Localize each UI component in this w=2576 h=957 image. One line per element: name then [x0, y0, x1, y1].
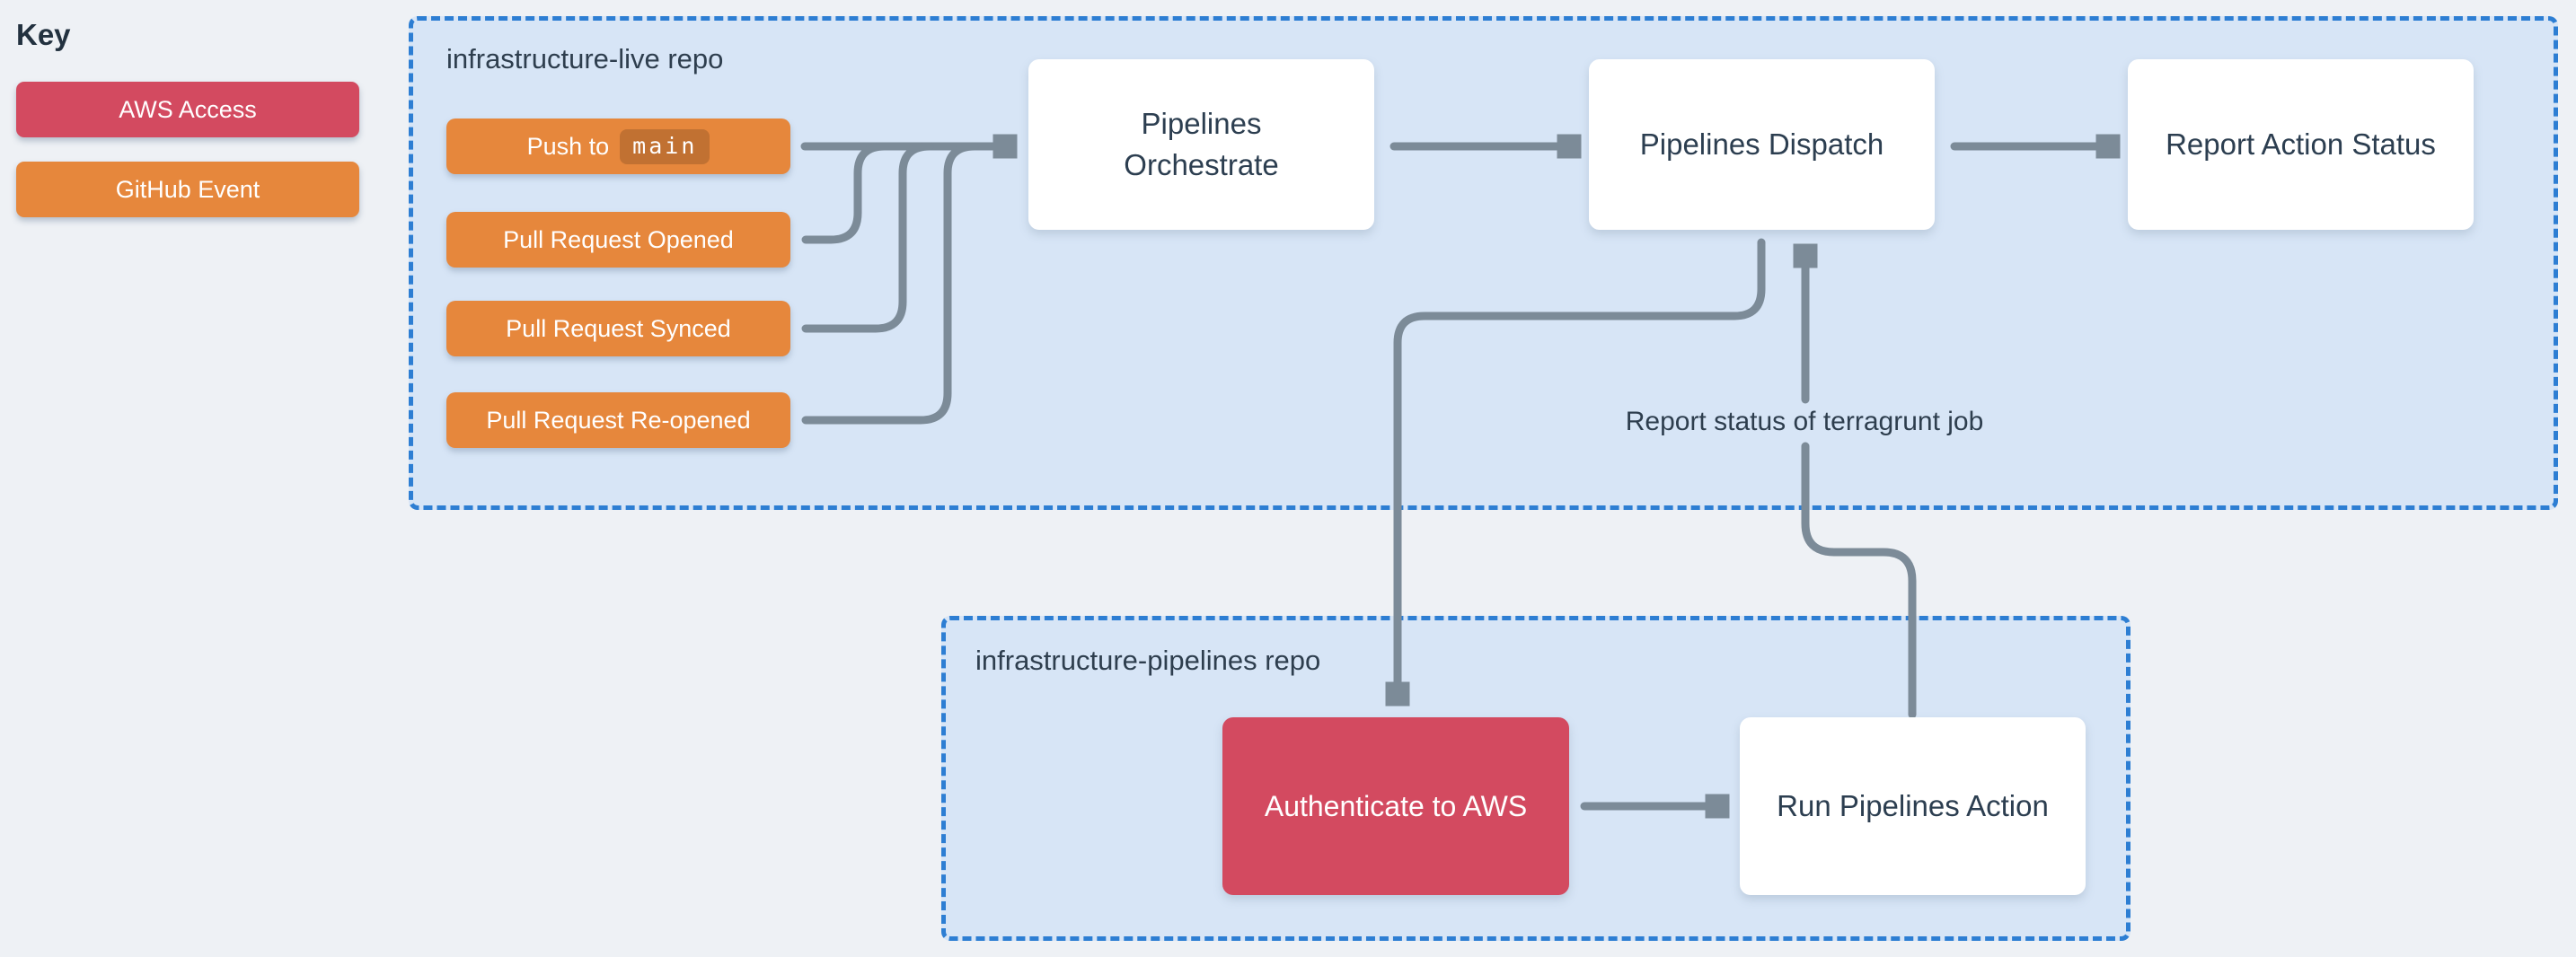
key-item-github-event-label: GitHub Event: [115, 175, 260, 203]
infrastructure-live-repo-title: infrastructure-live repo: [446, 43, 724, 75]
node-authenticate-to-aws: Authenticate to AWS: [1222, 717, 1569, 895]
event-button-pull-request-reopened: Pull Request Re-opened: [446, 392, 790, 448]
pull-request-opened-label: Pull Request Opened: [503, 225, 734, 253]
report-action-status-label: Report Action Status: [2166, 127, 2436, 161]
run-pipelines-action-label: Run Pipelines Action: [1777, 788, 2049, 822]
annotation-report-status: Report status of terragrunt job: [1625, 407, 1984, 436]
pull-request-reopened-label: Pull Request Re-opened: [486, 406, 751, 434]
key-title: Key: [16, 18, 71, 51]
event-button-push-to-main: Push to main: [446, 119, 790, 174]
pipelines-orchestrate-label: Pipelines Orchestrate: [1124, 106, 1279, 181]
node-run-pipelines-action: Run Pipelines Action: [1740, 717, 2086, 895]
pull-request-synced-label: Pull Request Synced: [506, 314, 731, 342]
main-branch-code-chip: main: [620, 128, 710, 164]
key-item-aws-access-label: AWS Access: [119, 95, 257, 123]
event-button-pull-request-opened: Pull Request Opened: [446, 212, 790, 268]
pipelines-dispatch-label: Pipelines Dispatch: [1639, 127, 1884, 161]
node-report-action-status: Report Action Status: [2128, 59, 2474, 230]
infrastructure-pipelines-repo-title: infrastructure-pipelines repo: [975, 645, 1321, 676]
key-item-github-event: GitHub Event: [16, 162, 359, 217]
event-button-pull-request-synced: Pull Request Synced: [446, 301, 790, 356]
authenticate-to-aws-label: Authenticate to AWS: [1264, 789, 1528, 822]
node-pipelines-orchestrate: Pipelines Orchestrate: [1028, 59, 1374, 230]
push-to-label: Push to: [526, 132, 610, 160]
key-item-aws-access: AWS Access: [16, 82, 359, 137]
node-pipelines-dispatch: Pipelines Dispatch: [1589, 59, 1935, 230]
